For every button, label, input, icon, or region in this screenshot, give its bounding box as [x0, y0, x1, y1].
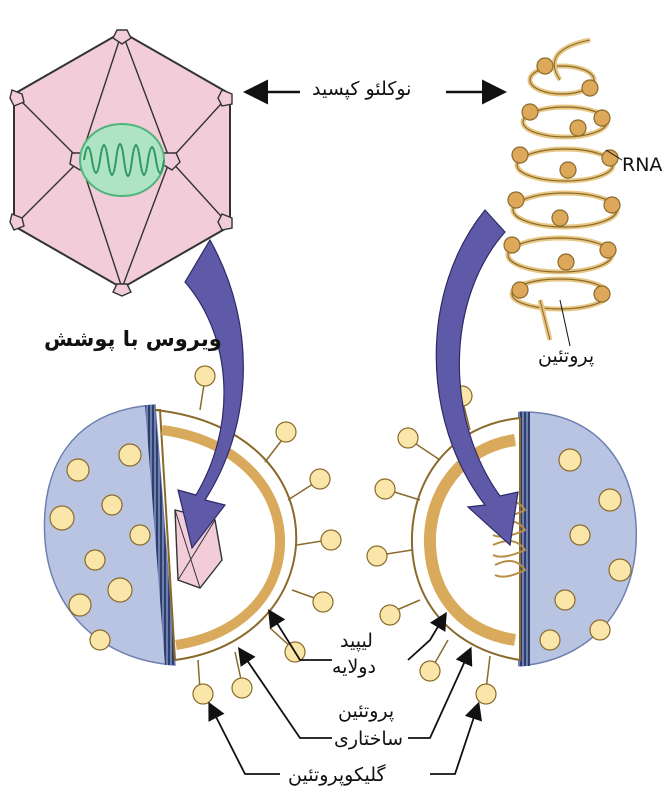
bilayer-label: دولایه	[332, 656, 376, 678]
glycoprotein-label: گلیکوپروتئین	[288, 764, 386, 786]
structural-protein-label-line1: پروتئین	[338, 700, 394, 722]
structural-protein-arrow-left	[240, 650, 332, 738]
lipid-arrow-right	[408, 615, 445, 660]
icosahedral-capsid	[10, 30, 232, 296]
structural-protein-arrow-right	[408, 650, 470, 738]
enveloped-virion-right	[367, 386, 636, 704]
structural-protein-label-line2: ساختاری	[334, 728, 403, 750]
rna-label: RNA	[622, 154, 662, 176]
nucleocapsid-label: نوکلئو کپسید	[312, 78, 411, 100]
rna-genome-coil	[80, 124, 164, 196]
enveloped-virus-label: ویروس با پوشش	[44, 327, 222, 351]
glycoprotein-arrow-right	[430, 705, 478, 774]
helical-nucleocapsid	[504, 40, 622, 346]
glycoprotein-arrow-left	[210, 705, 280, 774]
lipid-label: لیپید	[340, 630, 373, 652]
protein-label: پروتئین	[538, 345, 594, 367]
